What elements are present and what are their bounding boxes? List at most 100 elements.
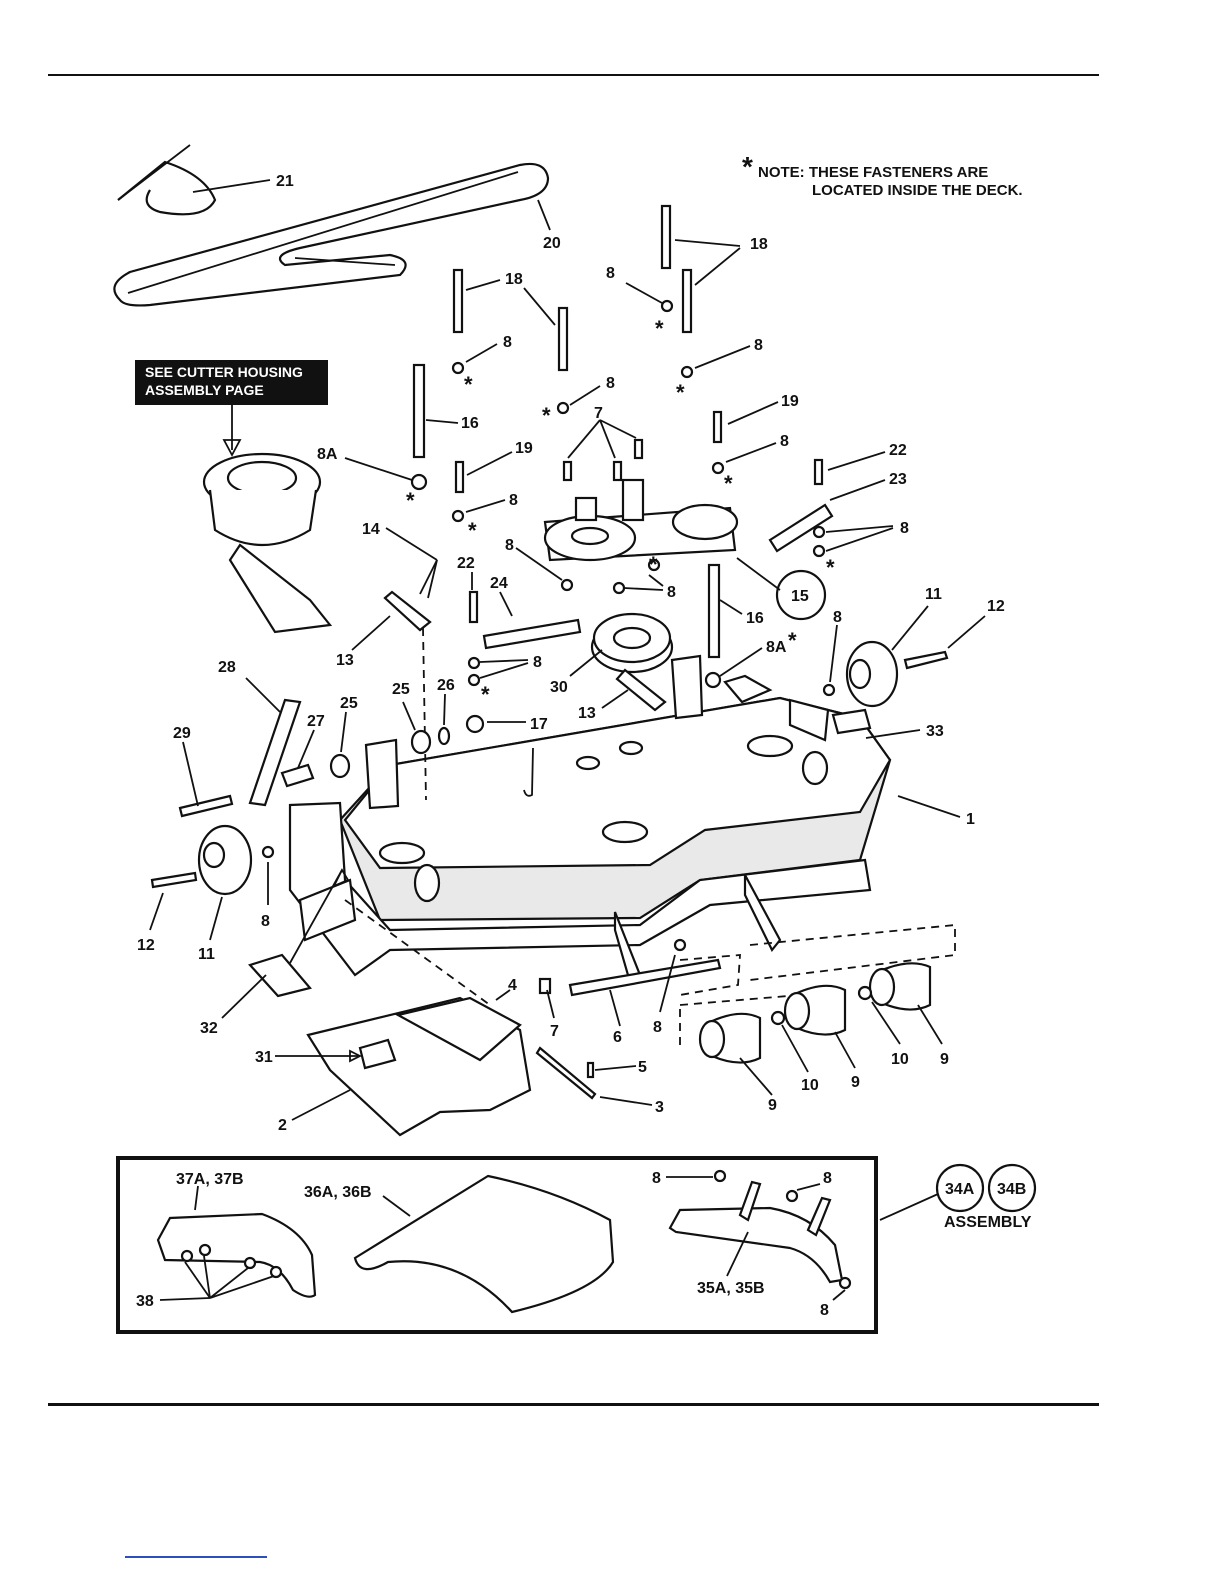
deflector-35 <box>668 1206 844 1284</box>
svg-text:*: * <box>676 380 685 405</box>
label-8-m: 8 <box>653 1019 662 1036</box>
bushing-25-right <box>410 729 432 755</box>
bar-28 <box>248 698 302 807</box>
spring-23 <box>768 503 834 553</box>
label-10-a: 10 <box>801 1077 819 1094</box>
stud-16-right <box>707 563 721 659</box>
bolt-22-right <box>813 458 824 486</box>
label-8-inset-b: 8 <box>823 1170 832 1187</box>
label-9-c: 9 <box>940 1051 949 1068</box>
label-32: 32 <box>200 1020 218 1037</box>
label-25-left: 25 <box>340 695 358 712</box>
label-8-j: 8 <box>833 609 842 626</box>
callout-circle-15 <box>775 569 827 621</box>
inset-parts: 37A, 37B 36A, 36B 8 8 35A, 35B 8 38 <box>136 1169 852 1319</box>
label-18a: 18 <box>750 236 768 253</box>
label-20: 20 <box>543 235 561 252</box>
label-8-c: 8 <box>754 337 763 354</box>
bracket-13-left <box>383 590 432 632</box>
label-21: 21 <box>276 173 294 190</box>
note-line-2: LOCATED INSIDE THE DECK. <box>812 182 1023 199</box>
bushing-27 <box>280 763 315 788</box>
part-labels: 21 20 18 18 8 8 8 8 7 19 16 8A 19 8 22 2… <box>137 173 1005 1134</box>
deflector-36 <box>353 1174 615 1314</box>
label-8-g: 8 <box>900 520 909 537</box>
label-9-b: 9 <box>851 1074 860 1091</box>
note-asterisk: * <box>742 151 753 182</box>
label-1: 1 <box>966 811 975 828</box>
label-15: 15 <box>791 588 809 605</box>
asterisk-markers: * * * * * * * * * * * <box>406 316 835 707</box>
label-12-left: 12 <box>137 937 155 954</box>
label-23: 23 <box>889 471 907 488</box>
stud-bolts-18 <box>452 204 693 372</box>
label-36: 36A, 36B <box>304 1184 372 1201</box>
label-8-a: 8 <box>606 265 615 282</box>
label-37: 37A, 37B <box>176 1171 244 1188</box>
label-34b: 34B <box>997 1181 1026 1198</box>
label-16-right: 16 <box>746 610 764 627</box>
label-6: 6 <box>613 1029 622 1046</box>
svg-text:*: * <box>481 682 490 707</box>
svg-text:*: * <box>464 372 473 397</box>
bolt-19-left <box>454 460 465 494</box>
label-10-b: 10 <box>891 1051 909 1068</box>
assembly-circles: 34A 34B <box>935 1163 1037 1213</box>
label-7-top: 7 <box>594 405 603 422</box>
label-11-right: 11 <box>925 586 942 603</box>
nut-8a-right <box>704 671 722 689</box>
label-13-left: 13 <box>336 652 354 669</box>
svg-text:*: * <box>788 628 797 653</box>
label-4: 4 <box>508 977 517 994</box>
pin-3 <box>535 1046 597 1100</box>
circle-34b <box>987 1163 1037 1213</box>
label-31: 31 <box>255 1049 273 1066</box>
label-2: 2 <box>278 1117 287 1134</box>
label-24: 24 <box>490 575 508 592</box>
label-7-bottom: 7 <box>550 1023 559 1040</box>
label-3: 3 <box>655 1099 664 1116</box>
bolts-7 <box>562 438 644 482</box>
callout-line-2: ASSEMBLY PAGE <box>145 382 264 398</box>
label-11-left: 11 <box>198 946 215 963</box>
label-34a: 34A <box>945 1181 975 1198</box>
label-35: 35A, 35B <box>697 1280 765 1297</box>
anti-scalp-wheel-11-right <box>845 640 899 708</box>
circle-34a <box>935 1163 985 1213</box>
roller-axle-6 <box>568 958 722 997</box>
stud-16-left <box>412 363 426 459</box>
label-12-right: 12 <box>987 598 1005 615</box>
bushing-17 <box>465 714 485 734</box>
bolt-29 <box>178 794 234 818</box>
label-8-d: 8 <box>606 375 615 392</box>
label-8a-right: 8A <box>766 639 787 656</box>
deflector-inset-frame <box>116 1156 878 1334</box>
mower-deck-1 <box>288 654 892 984</box>
label-19-right: 19 <box>781 393 799 410</box>
assembly-label: ASSEMBLY <box>944 1214 1032 1231</box>
hook-rod <box>523 747 534 797</box>
top-rule <box>48 74 1099 76</box>
label-28: 28 <box>218 659 236 676</box>
label-30: 30 <box>550 679 568 696</box>
bottom-rule <box>48 1403 1099 1406</box>
label-22-left: 22 <box>457 555 475 572</box>
bushing-25-left <box>329 753 351 779</box>
label-25-right: 25 <box>392 681 410 698</box>
label-8-inset-a: 8 <box>652 1170 661 1187</box>
label-27: 27 <box>307 713 325 730</box>
label-13-right: 13 <box>578 705 596 722</box>
footer-link-underline[interactable] <box>125 1556 267 1558</box>
plate-33 <box>831 708 872 735</box>
rollers-9 <box>698 962 932 1064</box>
dashed-guides <box>344 627 956 1045</box>
nut-8a-left <box>410 473 428 491</box>
bolt-19-right <box>712 410 723 444</box>
leader-lines <box>149 179 986 1221</box>
svg-text:*: * <box>542 403 551 428</box>
label-5: 5 <box>638 1059 647 1076</box>
note-line-1: NOTE: THESE FASTENERS ARE <box>758 164 989 181</box>
label-29: 29 <box>173 725 191 742</box>
anti-scalp-wheel-11-left <box>197 824 253 896</box>
fastener-note: * NOTE: THESE FASTENERS ARE LOCATED INSI… <box>742 153 1023 200</box>
